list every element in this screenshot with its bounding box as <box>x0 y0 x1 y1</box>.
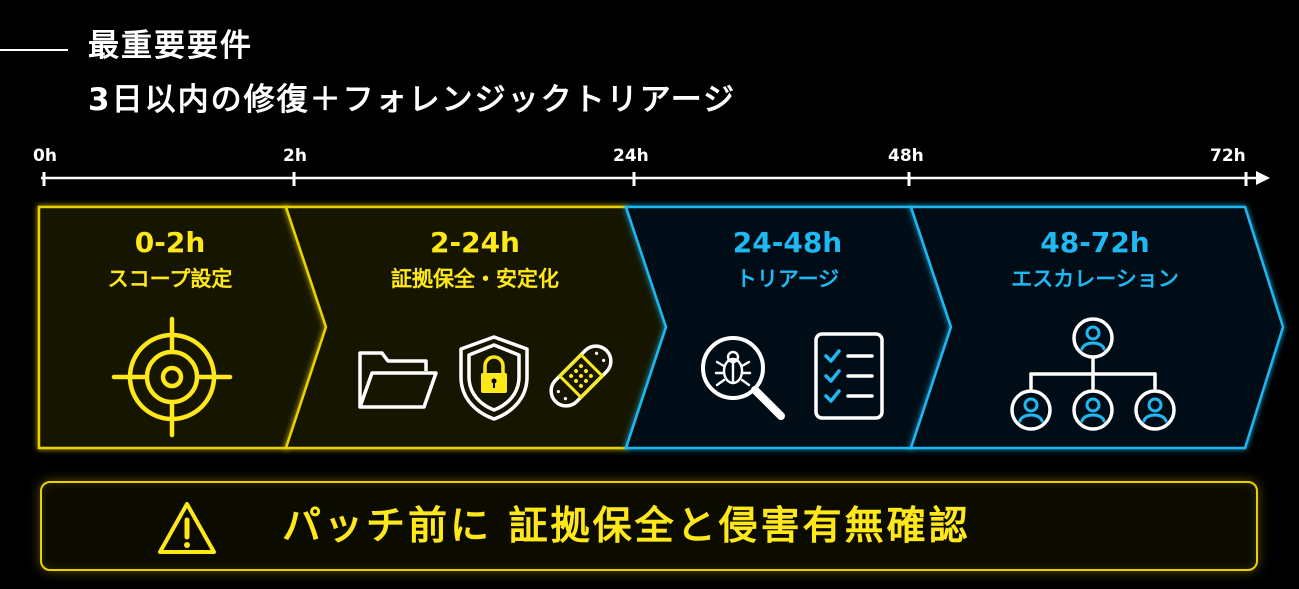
folder-icon <box>358 351 438 409</box>
tick-label-48h: 48h <box>888 146 924 166</box>
stage-4: 48-72h エスカレーション <box>955 226 1235 294</box>
shield-lock-icon <box>459 335 529 421</box>
stage-4-name: エスカレーション <box>1011 267 1179 291</box>
checklist-icon <box>814 332 884 420</box>
stage-3-range: 24-48h <box>732 226 843 259</box>
stage-2-range: 2-24h <box>429 226 520 259</box>
stage-3-name: トリアージ <box>735 267 840 291</box>
timeline-axis <box>41 171 1270 186</box>
warning-icon <box>158 502 216 554</box>
page-subtitle: 3日以内の修復＋フォレンジックトリアージ <box>88 82 737 118</box>
stage-2-name: 証拠保全・安定化 <box>391 267 559 291</box>
bandage-icon <box>549 344 613 408</box>
timeline: 0h 2h 24h 48h 72h <box>0 140 1299 200</box>
tick-label-24h: 24h <box>613 146 649 166</box>
target-icon <box>111 316 233 438</box>
bug-search-icon <box>701 336 785 420</box>
page-title: 最重要要件 <box>88 28 253 64</box>
banner-text: パッチ前に 証拠保全と侵害有無確認 <box>282 504 971 549</box>
tick-label-0h: 0h <box>33 146 57 166</box>
stage-2: 2-24h 証拠保全・安定化 <box>330 226 620 294</box>
warning-banner: パッチ前に 証拠保全と侵害有無確認 <box>40 481 1258 571</box>
stage-1-name: スコープ設定 <box>107 267 233 291</box>
org-chart-icon <box>1010 317 1176 431</box>
title-dash <box>0 49 68 51</box>
tick-label-2h: 2h <box>283 146 307 166</box>
stage-4-range: 48-72h <box>1040 226 1150 259</box>
tick-label-72h: 72h <box>1210 146 1246 166</box>
stage-1-range: 0-2h <box>134 226 206 259</box>
stage-1: 0-2h スコープ設定 <box>60 226 280 294</box>
stage-3: 24-48h トリアージ <box>670 226 905 294</box>
